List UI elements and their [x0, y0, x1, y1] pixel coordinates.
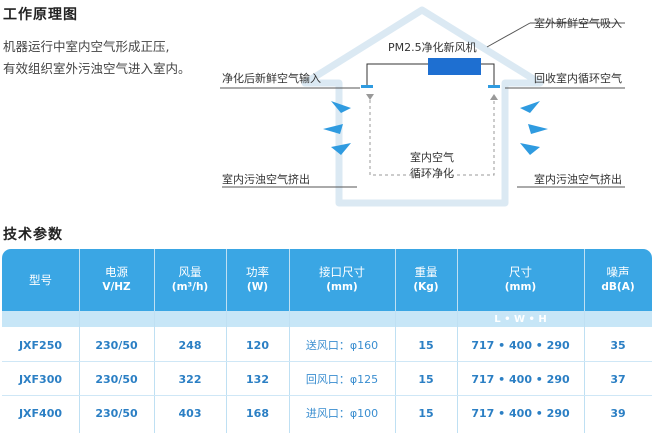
header-size: 尺寸(mm) — [504, 265, 537, 293]
fresh-air-unit — [428, 58, 481, 75]
cell-noise: 39 — [610, 406, 626, 420]
airflow-arrows-left — [323, 101, 351, 155]
diffuser-right — [488, 85, 500, 88]
section-title-specs: 技术参数 — [3, 227, 63, 243]
diffuser-left — [361, 85, 373, 88]
cell-size: 717 • 400 • 290 — [471, 406, 570, 420]
label-indoor-line2: 循环净化 — [410, 166, 454, 180]
principle-desc-line2: 有效组织室外污浊空气进入室内。 — [3, 61, 191, 76]
label-clean-in: 净化后新鲜空气输入 — [222, 71, 321, 85]
cell-weight: 15 — [418, 338, 434, 352]
principle-desc-line1: 机器运行中室内空气形成正压, — [3, 39, 170, 54]
cell-model: JXF300 — [18, 372, 63, 386]
size-subheader-lwh: L • W • H — [494, 313, 547, 325]
duct-right — [481, 63, 495, 85]
header-port-size: 接口尺寸(mm) — [319, 265, 365, 293]
label-return: 回收室内循环空气 — [534, 71, 622, 85]
table-subheader — [2, 311, 652, 327]
cell-weight: 15 — [418, 406, 434, 420]
col-divider — [226, 249, 227, 433]
col-divider — [154, 249, 155, 433]
cell-power: 132 — [246, 372, 269, 386]
cell-airflow: 403 — [178, 406, 202, 420]
cell-model: JXF250 — [18, 338, 63, 352]
row-divider — [2, 395, 652, 396]
row-divider — [2, 361, 652, 362]
flow-arrow-up-right — [490, 94, 498, 100]
cell-power-supply: 230/50 — [95, 338, 138, 352]
cell-noise: 37 — [610, 372, 626, 386]
label-exhaust-right: 室内污浊空气挤出 — [534, 172, 622, 186]
label-outdoor-in: 室外新鲜空气吸入 — [534, 16, 622, 30]
cell-airflow: 322 — [178, 372, 202, 386]
leader-outdoor-in — [486, 22, 531, 48]
table-header — [2, 249, 652, 311]
col-divider — [584, 249, 585, 433]
unit-label: PM2.5净化新风机 — [388, 40, 477, 54]
cell-port: 回风口：φ125 — [305, 373, 379, 386]
cell-port: 送风口：φ160 — [305, 339, 379, 352]
header-power: 功率(W) — [246, 265, 269, 293]
cell-port: 进风口：φ100 — [305, 407, 379, 420]
section-title-principle: 工作原理图 — [3, 7, 78, 23]
label-indoor-line1: 室内空气 — [410, 150, 454, 164]
label-exhaust-left: 室内污浊空气挤出 — [222, 172, 310, 186]
flow-arrow-down-left — [366, 94, 374, 100]
airflow-arrows-right — [520, 101, 548, 155]
header-model: 型号 — [29, 272, 52, 287]
col-divider — [289, 249, 290, 433]
house-outline — [301, 6, 544, 207]
cell-weight: 15 — [418, 372, 434, 386]
cell-power-supply: 230/50 — [95, 406, 138, 420]
header-airflow: 风量(m³/h) — [171, 265, 209, 293]
col-divider — [457, 249, 458, 433]
col-divider — [79, 249, 80, 433]
cell-noise: 35 — [610, 338, 626, 352]
header-weight: 重量(Kg) — [413, 265, 439, 293]
cell-airflow: 248 — [178, 338, 202, 352]
duct-left — [366, 63, 428, 85]
working-principle-diagram: PM2.5净化新风机 室外新鲜空气吸入 净化后新鲜空气输入 回收室内循环空气 室… — [220, 6, 625, 207]
cell-size: 717 • 400 • 290 — [471, 372, 570, 386]
cell-power: 120 — [246, 338, 269, 352]
cell-power: 168 — [246, 406, 269, 420]
cell-size: 717 • 400 • 290 — [471, 338, 570, 352]
col-divider — [395, 249, 396, 433]
cell-power-supply: 230/50 — [95, 372, 138, 386]
cell-model: JXF400 — [18, 406, 63, 420]
